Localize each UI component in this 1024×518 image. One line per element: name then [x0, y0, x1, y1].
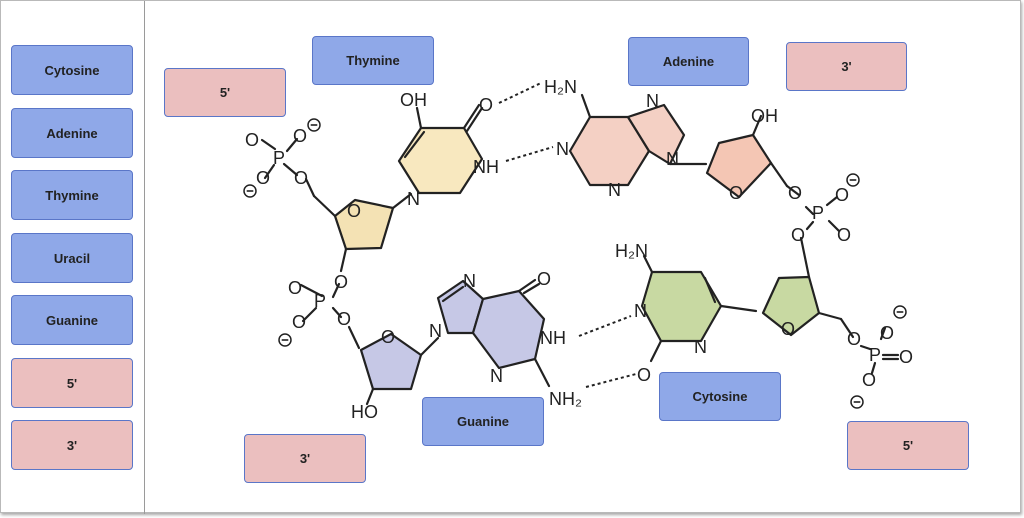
- atom-o-thymine: O: [479, 95, 493, 115]
- negative-charge-icon: [846, 173, 860, 187]
- placed-chip-3-prime-top-right[interactable]: 3': [786, 42, 907, 91]
- bank-chip-thymine[interactable]: Thymine: [11, 170, 133, 220]
- atom-p-middle-left: P: [314, 291, 326, 311]
- atom-o2-phosphate-top-left: O: [293, 126, 307, 146]
- cytosine-ring: [640, 270, 723, 343]
- atom-o1-phosphate-top-left: O: [245, 130, 259, 150]
- atom-o3-phosphate-middle-left: O: [337, 309, 351, 329]
- atom-o-sugar-top-right: O: [729, 183, 743, 203]
- sugar-top-left: [333, 198, 395, 251]
- atom-o-link-middle-left: O: [334, 272, 348, 292]
- atom-o4-phosphate-top-left: O: [294, 168, 308, 188]
- atom-h2n-cytosine: H₂N: [615, 241, 648, 261]
- atom-n3-cytosine: N: [634, 301, 647, 321]
- atom-o-sugar-top-left: O: [347, 201, 361, 221]
- sugar-top-right: [705, 133, 773, 199]
- atom-o-sugar-bottom-right: O: [781, 319, 795, 339]
- bank-chip-uracil[interactable]: Uracil: [11, 233, 133, 283]
- atom-n1-adenine: N: [556, 139, 569, 159]
- placed-chip-cytosine[interactable]: Cytosine: [659, 372, 781, 421]
- atom-o3-phosphate-top-left: O: [256, 168, 270, 188]
- atom-o3-phosphate-bottom-right: O: [862, 370, 876, 390]
- atom-n9-adenine: N: [666, 149, 679, 169]
- atom-oh-thymine: OH: [400, 90, 427, 110]
- guanine-six-ring: [471, 289, 546, 370]
- atom-h2n-adenine: H₂N: [544, 77, 577, 97]
- bank-chip-adenine[interactable]: Adenine: [11, 108, 133, 158]
- bank-chip-guanine[interactable]: Guanine: [11, 295, 133, 345]
- placed-chip-5-prime-bottom-right[interactable]: 5': [847, 421, 969, 470]
- negative-charge-icon: [850, 395, 864, 409]
- atom-o1-phosphate-bottom-right: O: [880, 323, 894, 343]
- placed-chip-guanine[interactable]: Guanine: [422, 397, 544, 446]
- atom-nh2-guanine: NH₂: [549, 389, 582, 409]
- negative-charge-icon: [278, 333, 292, 347]
- atom-n3-guanine: N: [490, 366, 503, 386]
- atom-o2-phosphate-middle-left: O: [292, 312, 306, 332]
- atom-o-link-bottom-right: O: [847, 329, 861, 349]
- atom-o2-phosphate-top-right: O: [837, 225, 851, 245]
- atom-o2-phosphate-bottom-right: O: [899, 347, 913, 367]
- atom-o-cytosine: O: [637, 365, 651, 385]
- atom-n9-guanine: N: [429, 321, 442, 341]
- negative-charge-icon: [893, 305, 907, 319]
- atom-n7-adenine: N: [646, 91, 659, 111]
- atom-o1-phosphate-top-right: O: [835, 185, 849, 205]
- sugar-bottom-right: [761, 275, 821, 337]
- atom-labels: OH O NH N H₂N N N N N OH O O P O O O O P…: [245, 77, 913, 422]
- atom-n1-cytosine: N: [694, 337, 707, 357]
- atom-o3-phosphate-top-right: O: [791, 225, 805, 245]
- atom-nh-thymine: NH: [473, 157, 499, 177]
- adenine-five-ring: [626, 103, 686, 166]
- atom-ho-sugar-bottom-left: HO: [351, 402, 378, 422]
- atom-p-bottom-right: P: [869, 345, 881, 365]
- atom-o-sugar-bottom-left: O: [381, 327, 395, 347]
- placed-chip-thymine[interactable]: Thymine: [312, 36, 434, 85]
- negative-charge-icon: [307, 118, 321, 132]
- atom-p-top-right: P: [812, 203, 824, 223]
- sugar-bottom-left: [359, 332, 423, 391]
- atom-o-link-top-right: O: [788, 183, 802, 203]
- atom-p-top-left: P: [273, 148, 285, 168]
- dna-structure-diagram: OH O NH N H₂N N N N N OH O O P O O O O P…: [243, 77, 913, 422]
- atom-o1-phosphate-middle-left: O: [288, 278, 302, 298]
- placed-chip-adenine[interactable]: Adenine: [628, 37, 749, 86]
- atom-n3-adenine: N: [608, 180, 621, 200]
- bank-chip-cytosine[interactable]: Cytosine: [11, 45, 133, 95]
- atom-oh-sugar-top-right: OH: [751, 106, 778, 126]
- bank-chip-5-prime[interactable]: 5': [11, 358, 133, 408]
- label-bank: Cytosine Adenine Thymine Uracil Guanine …: [1, 1, 145, 514]
- atom-n7-guanine: N: [463, 271, 476, 291]
- placed-chip-3-prime-bottom-left[interactable]: 3': [244, 434, 366, 483]
- thymine-ring: [397, 126, 484, 195]
- negative-charge-icon: [243, 184, 257, 198]
- placed-chip-5-prime-top-left[interactable]: 5': [164, 68, 286, 117]
- bank-chip-3-prime[interactable]: 3': [11, 420, 133, 470]
- atom-o-guanine: O: [537, 269, 551, 289]
- atom-n-thymine: N: [407, 189, 420, 209]
- atom-nh-guanine: NH: [540, 328, 566, 348]
